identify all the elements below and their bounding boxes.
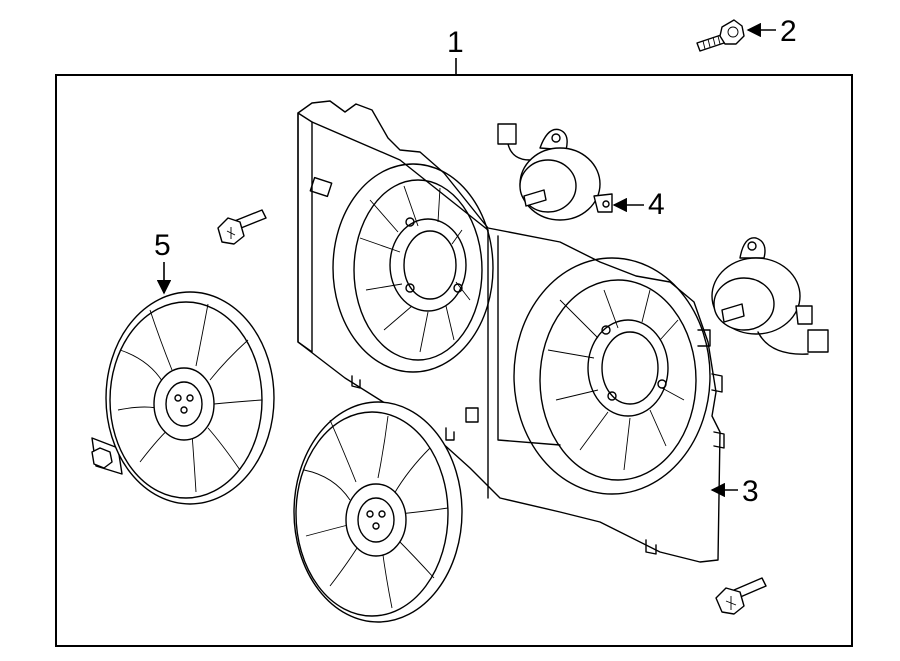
callout-2-label: 2 bbox=[780, 15, 797, 48]
bolt-icon bbox=[696, 19, 745, 52]
assembly-frame bbox=[55, 74, 853, 647]
callout-3-label: 3 bbox=[742, 475, 759, 508]
fan-blade-icon bbox=[293, 401, 463, 623]
screw-icon bbox=[715, 577, 767, 615]
fan-motor-icon bbox=[711, 237, 829, 355]
callout-1-label: 1 bbox=[447, 26, 464, 59]
fan-motor-icon bbox=[497, 123, 613, 221]
fan-blade-icon bbox=[105, 291, 275, 505]
nut-icon bbox=[91, 437, 123, 475]
callout-4-label: 4 bbox=[648, 188, 665, 221]
fan-shroud-icon bbox=[297, 100, 725, 563]
callout-5-label: 5 bbox=[154, 229, 171, 262]
screw-icon bbox=[217, 209, 267, 245]
